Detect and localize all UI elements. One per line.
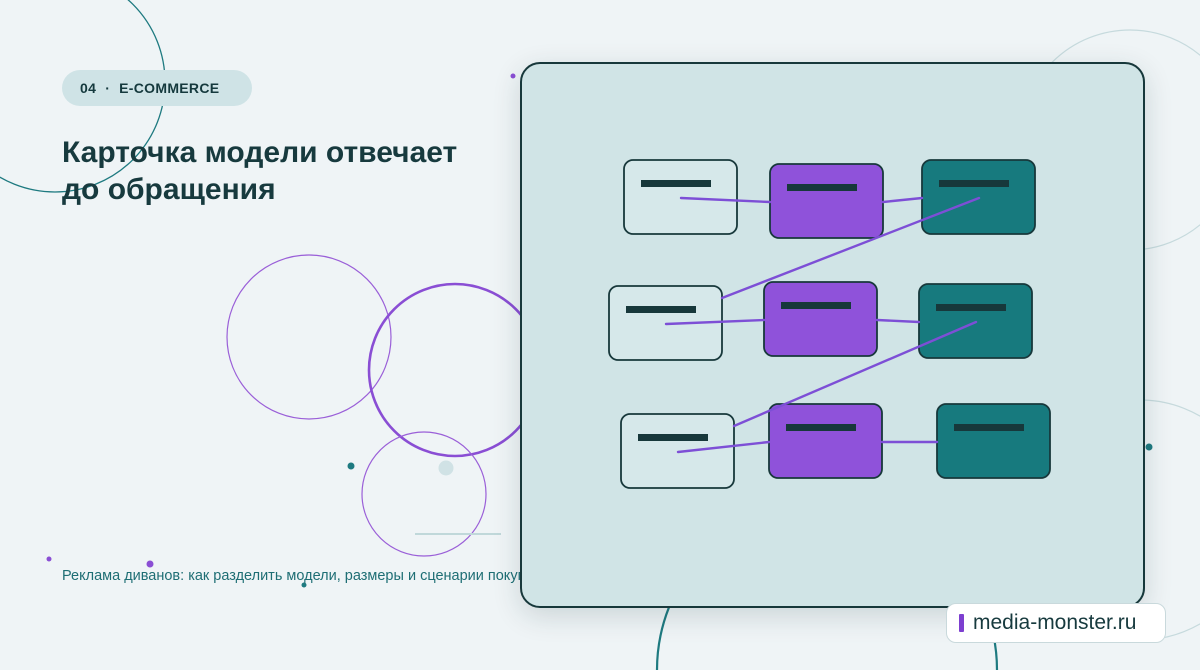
node-label-bar: [786, 424, 856, 431]
connector-row2-b: [875, 318, 921, 324]
node-label-bar: [936, 304, 1006, 311]
node-box: [763, 281, 878, 357]
diagram-panel: [520, 62, 1145, 608]
deco-dot-4: [46, 556, 52, 562]
connector-diagonal-1: [720, 196, 981, 300]
connector-row3-a: [676, 440, 771, 454]
section-separator: ·: [105, 80, 111, 96]
diagram-node-teal: [936, 403, 1051, 479]
flow-diagram: [608, 159, 1051, 489]
node-label-bar: [638, 434, 708, 441]
diagram-node-purple: [768, 403, 883, 479]
connector-diagonal-2: [732, 320, 978, 428]
node-label-bar: [787, 184, 857, 191]
section-label: E-COMMERCE: [119, 80, 220, 96]
diagram-connectors: [664, 196, 981, 454]
section-number: 04: [80, 80, 97, 96]
deco-circle-middle: [367, 282, 543, 458]
deco-dot-5: [510, 73, 516, 79]
diagram-node-purple: [763, 281, 878, 357]
connector-row1-b: [881, 196, 924, 204]
page-title: Карточка модели отвечает до обращения: [62, 136, 458, 206]
node-box: [769, 163, 884, 239]
deco-circle-bottom: [361, 431, 487, 557]
connector-row2-a: [664, 318, 766, 326]
deco-dot-2: [438, 460, 454, 476]
deco-dot-3: [146, 560, 154, 568]
brand-badge: media-monster.ru: [946, 603, 1166, 643]
node-label-bar: [781, 302, 851, 309]
page-subtitle: Реклама диванов: как разделить модели, р…: [62, 568, 540, 584]
node-label-bar: [954, 424, 1024, 431]
node-label-bar: [626, 306, 696, 313]
deco-circle-left-large: [226, 254, 392, 420]
section-tag: 04 · E-COMMERCE: [62, 70, 252, 106]
brand-name: media-monster.ru: [973, 611, 1137, 634]
diagram-node-purple: [769, 163, 884, 239]
node-box: [768, 403, 883, 479]
deco-dot-7: [301, 582, 307, 588]
deco-dot-1: [347, 462, 355, 470]
brand-accent-bar: [959, 614, 964, 632]
node-box: [936, 403, 1051, 479]
deco-dot-6: [1145, 443, 1153, 451]
node-label-bar: [939, 180, 1009, 187]
connector-row1-a: [679, 196, 772, 204]
node-label-bar: [641, 180, 711, 187]
